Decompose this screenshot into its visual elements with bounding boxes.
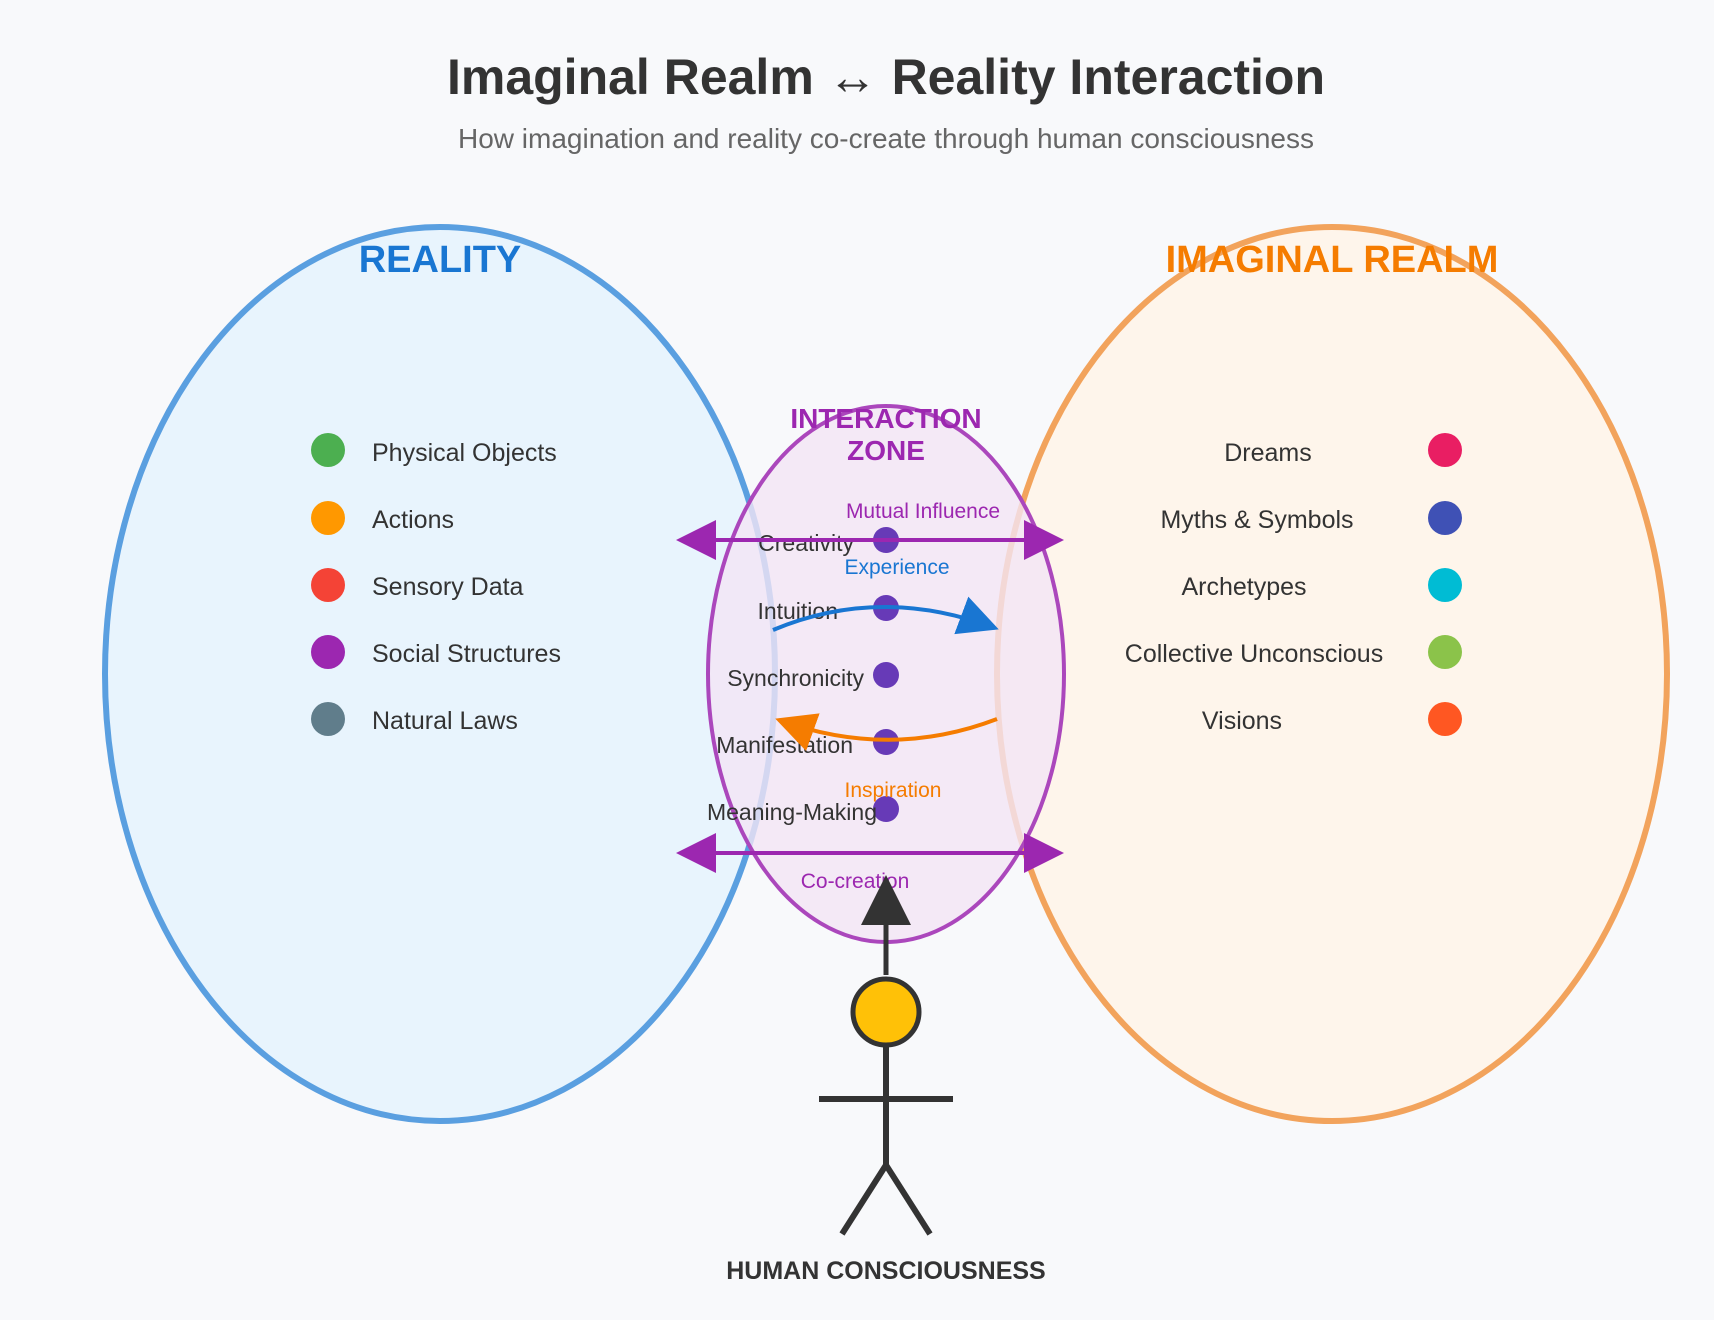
interaction-item-label: Synchronicity [727, 665, 864, 691]
experience-label: Experience [844, 556, 949, 579]
page-subtitle: How imagination and reality co-create th… [458, 123, 1314, 154]
experience-arrow [772, 596, 999, 635]
interaction-item-intuition: Intuition [757, 595, 899, 624]
imaginal-item-dot [1428, 702, 1462, 736]
imaginal-item-label: Archetypes [1181, 573, 1306, 601]
imaginal-item-dreams: Dreams [1224, 433, 1462, 467]
interaction-item-synchronicity: Synchronicity [727, 662, 899, 691]
imaginal-ellipse [994, 224, 1670, 1124]
human-left-leg [839, 1163, 889, 1236]
reality-item-label: Natural Laws [372, 707, 518, 735]
imaginal-item-dot [1428, 501, 1462, 535]
reality-ellipse [102, 224, 778, 1124]
imaginal-item-visions: Visions [1202, 702, 1462, 736]
imaginal-item-dot [1428, 433, 1462, 467]
reality-item-sensory-data: Sensory Data [311, 568, 524, 602]
page-title: Imaginal Realm ↔ Reality Interaction [447, 49, 1325, 105]
reality-item-physical-objects: Physical Objects [311, 433, 557, 467]
interaction-item-label: Creativity [758, 530, 854, 556]
imaginal-item-label: Visions [1202, 707, 1282, 735]
imaginal-item-collective-unconscious: Collective Unconscious [1125, 635, 1462, 669]
reality-item-natural-laws: Natural Laws [311, 702, 518, 736]
inspiration-label: Inspiration [845, 779, 942, 802]
imaginal-item-label: Collective Unconscious [1125, 640, 1383, 668]
interaction-item-label: Meaning-Making [707, 799, 877, 825]
reality-item-label: Physical Objects [372, 439, 557, 467]
imaginal-item-myths-symbols: Myths & Symbols [1160, 501, 1462, 535]
human-figure [819, 875, 953, 1236]
reality-item-label: Sensory Data [372, 573, 524, 601]
reality-item-dot [311, 568, 345, 602]
imaginal-title: IMAGINAL REALM [1166, 239, 1499, 281]
imaginal-item-label: Dreams [1224, 439, 1312, 467]
reality-item-label: Social Structures [372, 640, 561, 668]
mutual-influence-label: Mutual Influence [846, 500, 1000, 523]
co-creation-label: Co-creation [801, 870, 910, 893]
imaginal-item-dot [1428, 568, 1462, 602]
interaction-item-dot [873, 729, 899, 755]
reality-title: REALITY [359, 239, 522, 281]
imaginal-item-dot [1428, 635, 1462, 669]
imaginal-item-archetypes: Archetypes [1181, 568, 1462, 602]
interaction-item-meaning-making: Meaning-Making [707, 796, 899, 825]
reality-item-actions: Actions [311, 501, 454, 535]
reality-item-dot [311, 433, 345, 467]
human-head-icon [850, 976, 922, 1048]
interaction-item-dot [873, 662, 899, 688]
human-right-leg [883, 1163, 933, 1236]
interaction-title-line2: ZONE [847, 435, 925, 466]
imaginal-item-label: Myths & Symbols [1160, 506, 1353, 534]
reality-item-social-structures: Social Structures [311, 635, 561, 669]
reality-item-dot [311, 501, 345, 535]
human-consciousness-label: HUMAN CONSCIOUSNESS [726, 1257, 1045, 1285]
reality-item-label: Actions [372, 506, 454, 534]
interaction-item-dot [873, 796, 899, 822]
reality-item-dot [311, 635, 345, 669]
interaction-title-line1: INTERACTION [790, 403, 981, 434]
reality-item-dot [311, 702, 345, 736]
inspiration-arrow [775, 713, 998, 752]
